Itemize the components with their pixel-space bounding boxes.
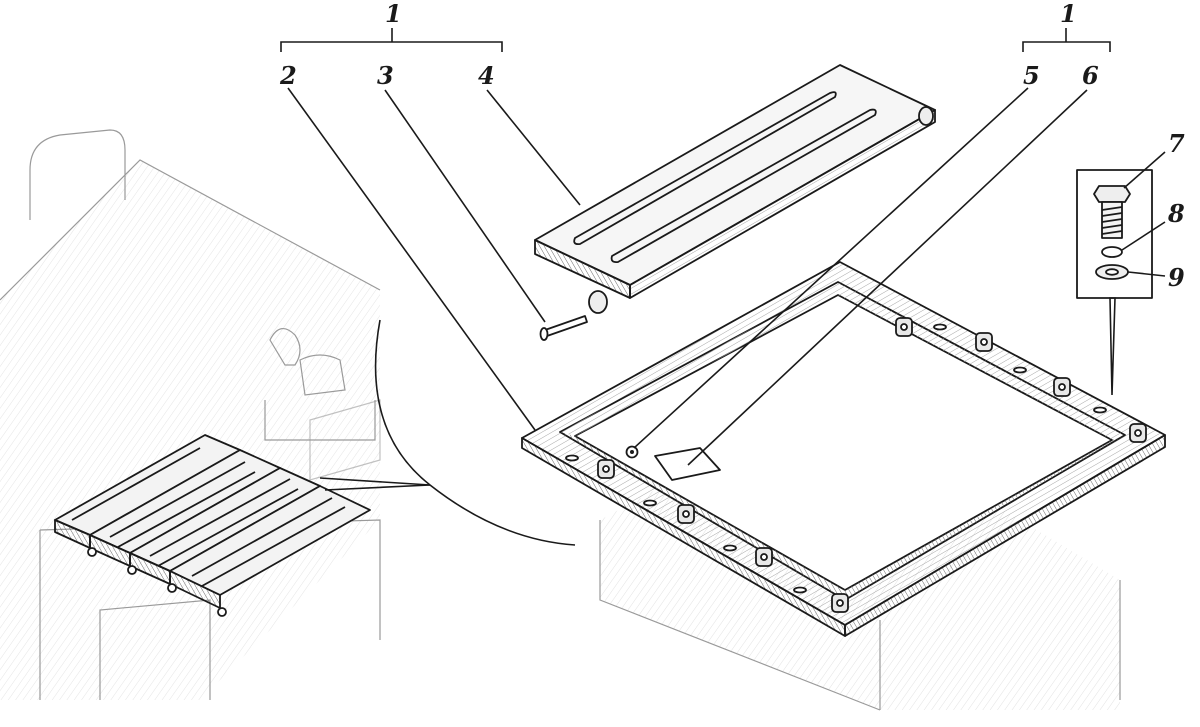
cover-panel: [169, 485, 371, 609]
vehicle-background-sketch: [0, 129, 381, 700]
hinge-pin: [167, 583, 177, 593]
callout-1-right: 1: [1060, 0, 1077, 28]
hinge-pin: [127, 565, 137, 575]
flange-slot: [643, 499, 657, 507]
frame-lug: [1129, 423, 1147, 443]
leader-lines: [287, 87, 1166, 466]
callout-6: 6: [1082, 61, 1099, 90]
assembled-cover-panels: [54, 434, 371, 617]
frame-lug: [1053, 377, 1071, 397]
flange-slot: [723, 544, 737, 552]
top-cover-panel: [534, 64, 936, 314]
frame-lug: [755, 547, 773, 567]
frame-lug: [975, 332, 993, 352]
flange-slot: [565, 454, 579, 462]
slot-detail: [654, 447, 721, 481]
leader-5: [633, 87, 1029, 449]
callout-8: 8: [1167, 199, 1185, 228]
leader-6: [687, 89, 1088, 466]
stiffening-rib: [573, 91, 837, 246]
callout-1-left: 1: [385, 0, 402, 28]
callout-2: 2: [279, 61, 297, 90]
callout-7: 7: [1168, 129, 1185, 158]
mounting-hole: [625, 445, 639, 459]
magnifier-arc: [319, 319, 576, 546]
leader-4: [486, 89, 581, 206]
callout-4: 4: [478, 61, 495, 90]
frame-lug: [597, 459, 615, 479]
flange-slot: [1093, 406, 1107, 414]
leader-3: [384, 89, 546, 323]
hinge-pin-part: [539, 315, 588, 341]
fastener-detail-box: [1076, 169, 1153, 396]
hatch-frame: [521, 261, 1166, 637]
cover-panel: [129, 467, 321, 585]
group-bracket-right: [1022, 28, 1111, 52]
leader-8: [1121, 221, 1166, 251]
callout-5: 5: [1023, 61, 1040, 90]
callout-labels: 1 1 2 3 4 5 6 7 8 9: [279, 0, 1185, 292]
group-bracket-left: [280, 28, 503, 52]
frame-lug: [677, 504, 695, 524]
leader-7: [1123, 151, 1166, 189]
hinge-knuckle: [918, 106, 934, 126]
flange-slot: [933, 323, 947, 331]
leader-9: [1127, 271, 1166, 277]
flat-washer: [1095, 264, 1129, 280]
hinge-pin: [217, 607, 227, 617]
flange-slot: [793, 586, 807, 594]
hinge-knuckle: [588, 290, 608, 314]
callout-9: 9: [1168, 263, 1185, 292]
spring-washer: [1101, 246, 1123, 258]
flange-slot: [1013, 366, 1027, 374]
frame-lug: [895, 317, 913, 337]
stiffening-rib: [610, 108, 877, 264]
frame-lug: [831, 593, 849, 613]
hinge-pin: [87, 547, 97, 557]
detail-pointer: [1109, 297, 1116, 396]
bolt: [1093, 185, 1131, 239]
callout-3: 3: [377, 61, 394, 90]
leader-2: [287, 87, 536, 431]
